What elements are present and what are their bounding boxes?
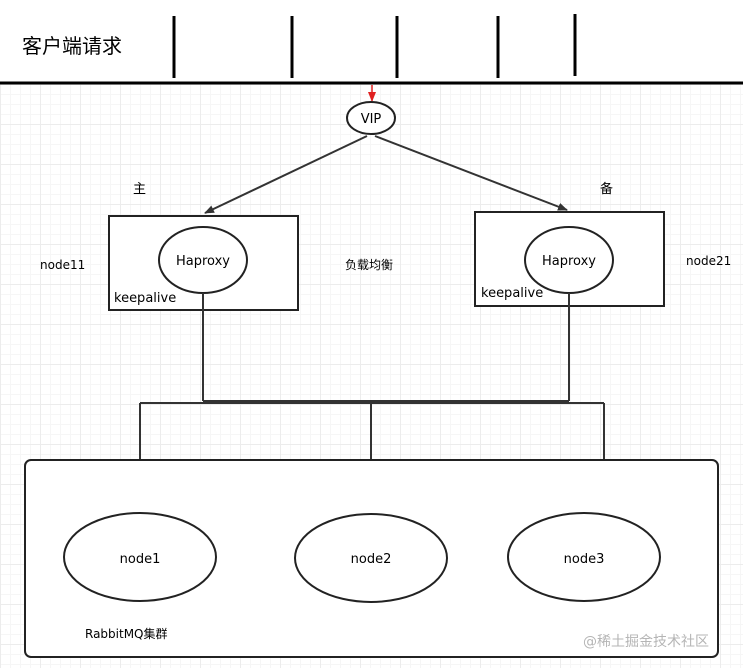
cluster-label: RabbitMQ集群 [85,626,168,641]
primary-keepalive-label: keepalive [114,291,176,306]
primary-tag: 主 [133,182,146,197]
backup-node-name: node21 [686,254,731,268]
vip-to-backup-arrow [374,135,568,211]
vip-label: VIP [361,112,382,127]
rabbitmq-node-3-label: node3 [564,552,605,567]
backup-haproxy-label: Haproxy [542,254,596,269]
watermark: @稀土掘金技术社区 [583,634,709,650]
rabbitmq-node-3 [507,512,661,602]
rabbitmq-node-1 [63,512,217,602]
rabbitmq-node-2-label: node2 [351,552,392,567]
header-title: 客户端请求 [22,34,122,58]
rabbitmq-node-1-label: node1 [120,552,161,567]
vip-to-primary-arrow [204,135,368,214]
primary-node-name: node11 [40,258,85,272]
request-lines [172,14,577,78]
rabbitmq-node-2 [294,513,448,603]
load-balance-label: 负载均衡 [345,258,393,272]
primary-haproxy-label: Haproxy [176,254,230,269]
backup-keepalive-label: keepalive [481,286,543,301]
haproxy-bus [136,293,608,513]
backup-tag: 备 [600,181,613,197]
client-request-header: 客户端请求 [0,0,743,82]
vip-node [346,101,396,135]
